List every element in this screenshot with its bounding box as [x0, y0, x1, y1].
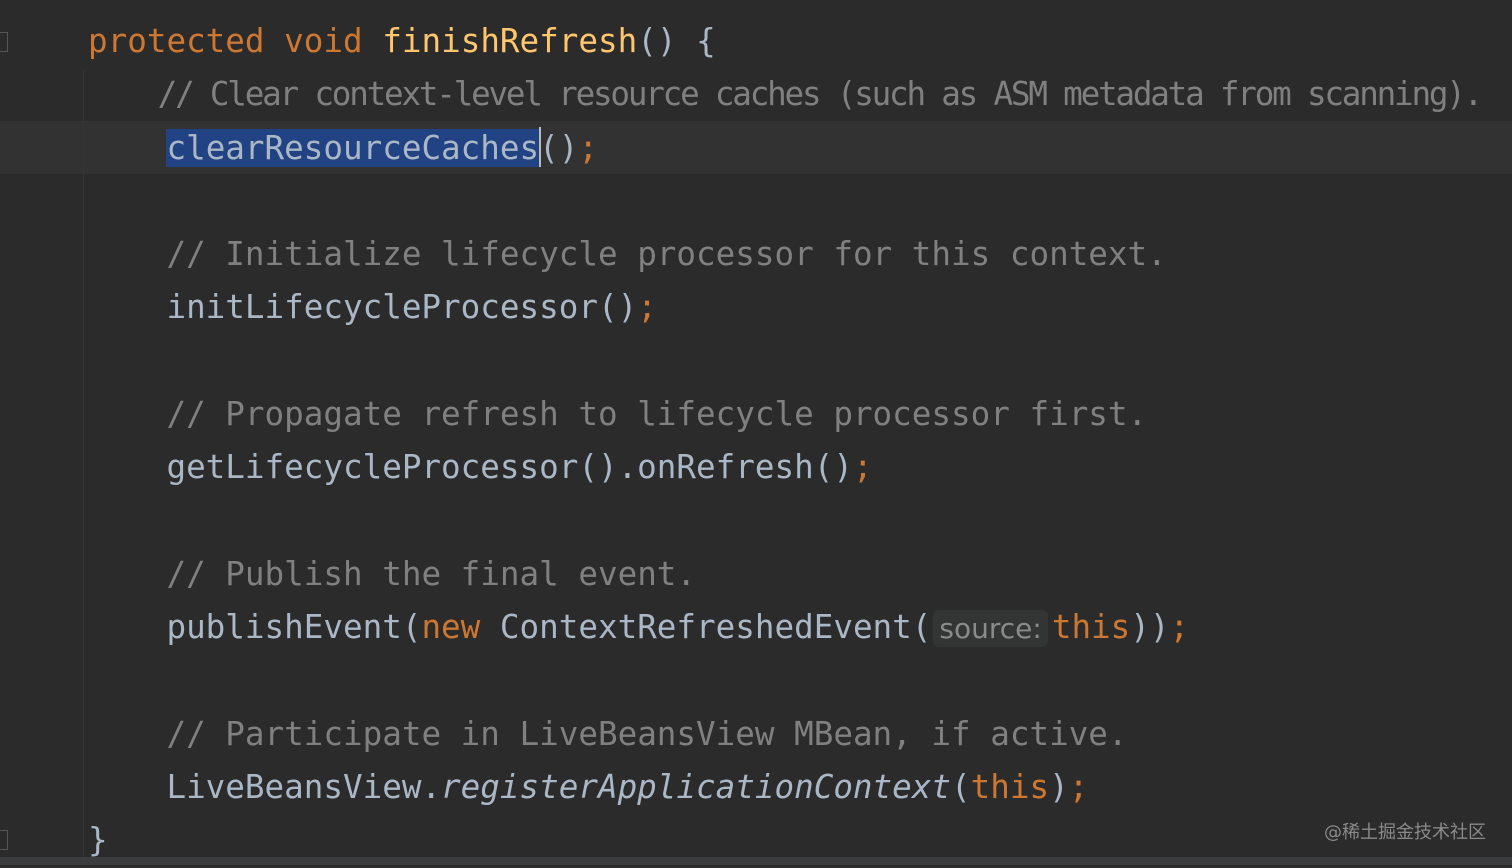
- code-token: new: [421, 608, 481, 647]
- code-token: LiveBeansView.: [88, 768, 442, 807]
- code-editor[interactable]: protected void finishRefresh() { // Clea…: [88, 15, 1508, 868]
- code-token: [88, 235, 166, 273]
- code-token: // Propagate refresh to lifecycle proces…: [166, 395, 1148, 434]
- code-line[interactable]: // Propagate refresh to lifecycle proces…: [88, 388, 1508, 441]
- code-token: }: [88, 821, 108, 860]
- parameter-hint: source:: [933, 610, 1048, 648]
- code-line[interactable]: // Publish the final event.: [88, 548, 1508, 601]
- text-caret: [539, 126, 542, 167]
- code-line[interactable]: publishEvent(new ContextRefreshedEvent(s…: [88, 601, 1508, 654]
- code-line[interactable]: }: [88, 814, 1508, 867]
- code-line[interactable]: [88, 175, 1508, 228]
- code-token: ContextRefreshedEvent(: [480, 608, 932, 647]
- code-token: ): [1049, 768, 1069, 807]
- code-token: this: [970, 768, 1050, 807]
- code-line[interactable]: [88, 655, 1508, 708]
- code-token: ;: [1169, 608, 1190, 647]
- code-token: (): [539, 128, 579, 167]
- code-token: protected: [88, 22, 265, 60]
- code-line[interactable]: // Clear context-level resource caches (…: [88, 68, 1508, 121]
- code-token: ;: [1068, 768, 1089, 807]
- code-token: )): [1130, 608, 1170, 647]
- code-token: (: [951, 768, 971, 807]
- fold-marker-icon[interactable]: [0, 32, 8, 52]
- code-token: finishRefresh: [382, 22, 638, 60]
- code-token: [88, 715, 166, 753]
- code-token: [363, 22, 383, 60]
- code-token: ;: [852, 448, 873, 487]
- code-line[interactable]: LiveBeansView.registerApplicationContext…: [88, 761, 1508, 814]
- code-token: [88, 555, 166, 593]
- code-line[interactable]: [88, 335, 1508, 388]
- code-line[interactable]: clearResourceCaches();: [88, 122, 1508, 175]
- code-token: initLifecycleProcessor(): [88, 288, 638, 327]
- code-token: registerApplicationContext: [441, 768, 952, 807]
- code-line[interactable]: protected void finishRefresh() {: [88, 15, 1508, 68]
- code-token: [88, 75, 158, 113]
- fold-marker-icon[interactable]: [0, 830, 8, 850]
- code-token: ;: [637, 288, 657, 327]
- code-token: publishEvent(: [88, 608, 422, 647]
- code-token: [88, 129, 166, 167]
- code-token: this: [1051, 608, 1131, 647]
- code-token: // Initialize lifecycle processor for th…: [166, 235, 1167, 274]
- code-token: // Participate in LiveBeansView MBean, i…: [166, 714, 1128, 753]
- code-line[interactable]: // Initialize lifecycle processor for th…: [88, 228, 1508, 281]
- code-line[interactable]: getLifecycleProcessor().onRefresh();: [88, 441, 1508, 494]
- code-token: [88, 395, 166, 433]
- code-token: [265, 22, 285, 60]
- code-line[interactable]: initLifecycleProcessor();: [88, 281, 1508, 334]
- code-token: void: [284, 22, 363, 60]
- code-line[interactable]: // Participate in LiveBeansView MBean, i…: [88, 708, 1508, 761]
- code-token: () {: [637, 22, 716, 60]
- watermark: @稀土掘金技术社区: [1324, 822, 1486, 843]
- code-token: getLifecycleProcessor().onRefresh(): [88, 448, 853, 487]
- code-token: clearResourceCaches: [166, 128, 540, 167]
- code-token: // Publish the final event.: [166, 554, 697, 593]
- code-token: ;: [578, 128, 598, 167]
- indent-guide: [83, 70, 84, 860]
- status-bar-edge: [0, 857, 1512, 865]
- code-token: // Clear context-level resource caches (…: [157, 75, 1484, 114]
- code-line[interactable]: [88, 495, 1508, 548]
